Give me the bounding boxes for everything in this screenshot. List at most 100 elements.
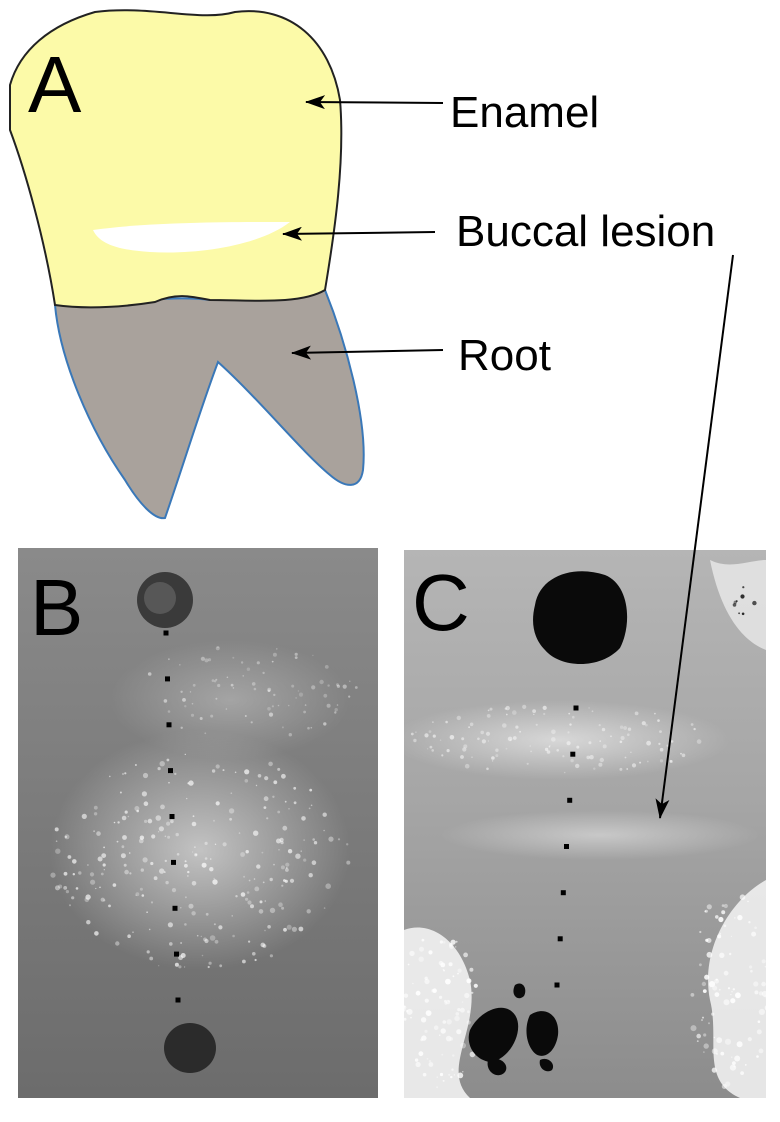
texture-speckle: [502, 723, 507, 728]
texture-speckle: [285, 868, 289, 872]
texture-speckle: [756, 1055, 759, 1058]
texture-speckle: [134, 764, 137, 766]
texture-speckle: [212, 879, 218, 885]
texture-speckle: [139, 887, 143, 891]
texture-speckle: [548, 745, 551, 748]
texture-speckle: [505, 747, 508, 750]
texture-speckle: [262, 671, 265, 675]
texture-speckle: [294, 656, 298, 659]
texture-speckle: [442, 1020, 447, 1024]
texture-speckle: [230, 792, 233, 794]
texture-speckle: [701, 981, 707, 987]
texture-speckle: [424, 998, 429, 1003]
texture-speckle: [199, 717, 203, 720]
texture-speckle: [157, 831, 160, 833]
texture-speckle: [273, 780, 278, 785]
texture-speckle: [178, 965, 182, 969]
texture-speckle: [325, 883, 332, 889]
texture-speckle: [146, 950, 150, 954]
texture-speckle: [267, 689, 271, 693]
texture-speckle: [132, 931, 134, 933]
texture-speckle: [225, 708, 228, 710]
texture-speckle: [467, 1010, 470, 1014]
texture-speckle: [204, 841, 208, 846]
texture-speckle: [714, 978, 719, 984]
texture-speckle: [185, 896, 187, 899]
texture-speckle: [567, 731, 570, 734]
texture-speckle: [761, 990, 768, 997]
texture-speckle: [269, 877, 273, 882]
texture-speckle: [141, 894, 145, 897]
texture-speckle: [730, 935, 733, 938]
texture-speckle: [323, 907, 326, 909]
panel-c: C: [390, 550, 771, 1098]
texture-speckle: [729, 952, 732, 956]
texture-speckle: [103, 899, 106, 902]
texture-speckle: [119, 791, 122, 794]
texture-speckle: [326, 703, 331, 708]
enamel-arrow: [305, 95, 444, 110]
texture-speckle: [211, 769, 216, 773]
texture-speckle: [86, 920, 91, 925]
texture-speckle: [696, 1033, 701, 1039]
texture-speckle: [619, 725, 624, 729]
texture-speckle: [238, 832, 241, 834]
texture-speckle: [240, 852, 246, 857]
texture-speckle: [244, 779, 249, 783]
texture-speckle: [192, 851, 194, 853]
texture-speckle: [251, 682, 256, 686]
texture-speckle: [708, 981, 716, 988]
texture-speckle: [58, 884, 63, 889]
texture-speckle: [764, 995, 767, 998]
texture-speckle: [253, 687, 257, 691]
texture-speckle: [50, 872, 56, 878]
texture-speckle: [452, 975, 455, 978]
texture-speckle: [204, 732, 207, 735]
texture-speckle: [262, 881, 265, 884]
texture-speckle: [100, 897, 105, 902]
texture-speckle: [303, 858, 307, 862]
texture-speckle: [563, 771, 566, 774]
texture-speckle: [623, 726, 627, 730]
texture-speckle: [254, 958, 257, 962]
texture-speckle: [424, 1029, 428, 1033]
texture-speckle: [273, 693, 276, 697]
texture-speckle: [311, 685, 316, 690]
texture-speckle: [308, 807, 311, 810]
texture-speckle: [486, 767, 489, 771]
texture-speckle: [200, 935, 202, 938]
texture-speckle: [542, 705, 547, 711]
label-buccal-lesion: Buccal lesion: [456, 207, 715, 256]
photo-c-dotted-line: [554, 705, 579, 988]
texture-speckle: [297, 690, 300, 692]
texture-speckle: [737, 914, 743, 921]
texture-speckle: [699, 930, 702, 934]
texture-speckle: [586, 755, 590, 760]
texture-speckle: [703, 1033, 707, 1037]
dotted-line-dot: [174, 951, 179, 957]
texture-speckle: [281, 726, 284, 729]
texture-speckle: [184, 966, 186, 968]
texture-speckle: [462, 747, 467, 752]
texture-speckle: [256, 864, 261, 869]
panel-letter-b: B: [30, 563, 83, 652]
texture-speckle: [711, 1067, 717, 1073]
texture-speckle: [450, 1075, 453, 1079]
texture-speckle: [336, 704, 339, 706]
photo-c-bottom-marker: [468, 983, 559, 1076]
texture-speckle: [294, 652, 298, 656]
texture-speckle: [657, 719, 660, 722]
texture-speckle: [739, 894, 746, 900]
texture-speckle: [761, 959, 766, 964]
texture-speckle: [455, 940, 458, 943]
texture-speckle: [215, 764, 220, 769]
dotted-line-dot: [570, 751, 576, 757]
texture-speckle: [153, 876, 158, 881]
texture-speckle: [639, 761, 642, 764]
dotted-line-dot: [172, 905, 178, 911]
texture-speckle: [151, 834, 156, 839]
texture-speckle: [409, 950, 415, 957]
texture-speckle: [72, 873, 76, 876]
texture-speckle: [55, 885, 60, 891]
texture-speckle: [121, 845, 125, 849]
